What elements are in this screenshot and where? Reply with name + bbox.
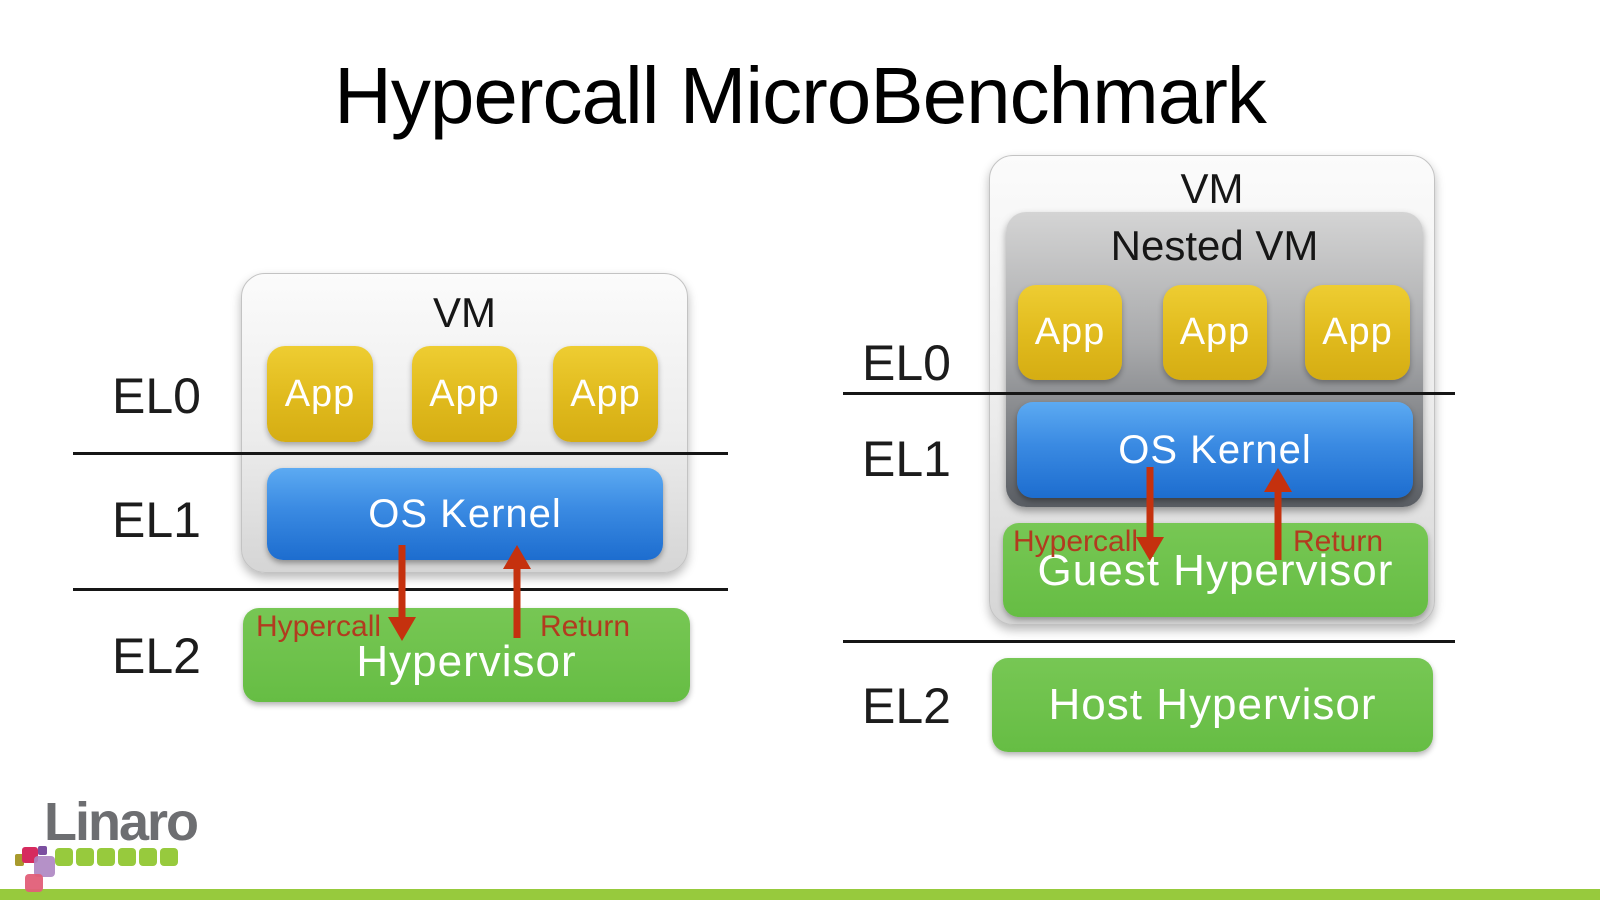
host-hypervisor-label: Host Hypervisor [1048,680,1377,729]
host-hypervisor-box: Host Hypervisor [992,658,1433,752]
right-app-label-3: App [1322,311,1393,353]
right-app-box-1: App [1018,285,1122,380]
right-app-box-3: App [1305,285,1410,380]
left-app-box-3: App [553,346,658,442]
left-app-label-1: App [284,372,356,415]
right-return-label: Return [1293,525,1384,558]
left-app-label-3: App [570,372,641,415]
left-hypervisor-label: Hypervisor [356,637,577,686]
logo-purple-small-square [38,846,47,855]
left-os-kernel-box: OS Kernel [267,468,663,560]
right-os-kernel-label: OS Kernel [1118,427,1312,472]
nested-vm-label: Nested VM [1110,222,1319,269]
logo-green-square-5 [139,848,157,866]
left-el1-label: EL1 [112,492,201,548]
left-el0-label: EL0 [112,368,201,424]
logo-green-square-3 [97,848,115,866]
linaro-wordmark: Linaro [44,792,199,852]
left-hypercall-label: Hypercall [256,610,382,643]
left-return-label: Return [540,610,631,643]
left-app-box-2: App [412,346,517,442]
right-el2-label: EL2 [862,678,951,734]
left-app-label-2: App [429,372,500,415]
right-hypercall-label: Hypercall [1013,525,1139,558]
right-os-kernel-box: OS Kernel [1017,402,1413,498]
guest-hypervisor-box [1003,523,1428,617]
logo-green-square-4 [118,848,136,866]
right-app-box-2: App [1163,285,1267,380]
left-vm-label: VM [433,289,496,336]
logo-olive-square [15,854,24,866]
right-app-label-2: App [1179,311,1251,353]
footer-accent-bar [0,889,1600,900]
logo-green-square-6 [160,848,178,866]
left-el0-el1-divider [73,452,728,455]
right-app-label-1: App [1034,311,1106,353]
right-el1-el2-divider [843,640,1455,643]
logo-green-square-2 [76,848,94,866]
guest-hypervisor-label: Guest Hypervisor [1037,546,1394,595]
left-os-kernel-label: OS Kernel [368,491,562,536]
logo-green-square-1 [55,848,73,866]
slide-title: Hypercall MicroBenchmark [334,51,1267,140]
logo-lavender-square [34,856,55,877]
right-el0-el1-divider [843,392,1455,395]
right-el1-label: EL1 [862,431,951,487]
right-el0-label: EL0 [862,335,951,391]
left-el1-el2-divider [73,588,728,591]
right-vm-label: VM [1180,165,1244,212]
left-el2-label: EL2 [112,628,201,684]
logo-rose-square [25,874,43,892]
left-hypervisor-box [243,608,690,702]
left-app-box-1: App [267,346,373,442]
